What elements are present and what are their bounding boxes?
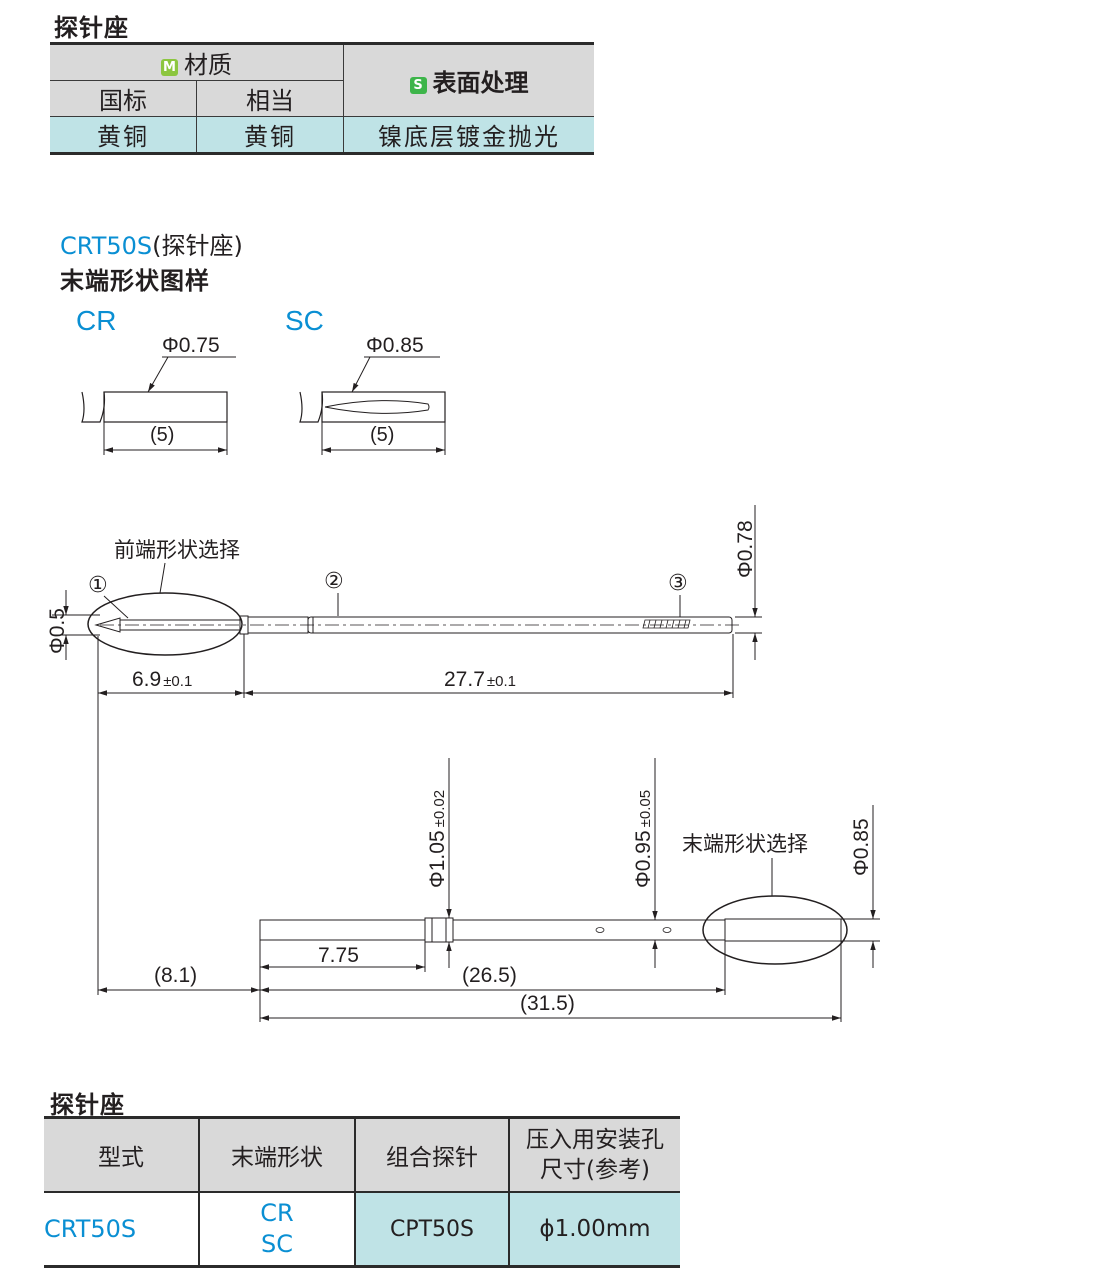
surface-value: 镍底层镀金抛光	[343, 116, 594, 154]
sc-len-label: (5)	[370, 424, 394, 446]
dia-085-dim	[841, 805, 880, 968]
dim-69-label: 6.9±0.1	[132, 668, 192, 691]
cr-tip-shape	[81, 391, 228, 455]
section-title-top: 探针座	[54, 14, 129, 42]
dim-265-label: (26.5)	[462, 964, 517, 987]
dia-05-label: Φ0.5	[46, 608, 69, 654]
end-shape-sc: SC	[261, 1230, 293, 1258]
cr-label: CR	[76, 305, 116, 336]
header-hole-size-line1: 压入用安装孔	[526, 1127, 664, 1153]
header-combo-probe: 组合探针	[354, 1117, 509, 1192]
cr-dia-label: Φ0.75	[162, 334, 220, 357]
tail-shape-note: 末端形状选择	[682, 833, 808, 856]
upper-length-dims	[97, 634, 734, 995]
sc-label: SC	[285, 305, 324, 336]
surface-tag-icon: S	[409, 77, 427, 94]
model-heading-code: CRT50S	[60, 232, 153, 260]
end-shape-values: CR SC	[198, 1192, 355, 1267]
dim-775-label: 7.75	[318, 944, 359, 967]
dim-315-label: (31.5)	[520, 992, 575, 1015]
material-label: 材质	[184, 51, 232, 79]
sc-leader	[351, 356, 371, 393]
front-note-leader	[159, 562, 166, 594]
col-gb: 国标	[50, 80, 197, 117]
dia-105-label: Φ1.05±0.02	[426, 790, 449, 888]
header-hole-size-line2: 尺寸(参考)	[540, 1157, 650, 1183]
type-value: CRT50S	[44, 1215, 137, 1243]
material-header: M 材质	[50, 43, 344, 81]
cr-len-label: (5)	[150, 424, 174, 446]
surface-header: S 表面处理	[343, 43, 594, 117]
dim-277-label: 27.7±0.1	[444, 668, 516, 691]
lower-length-dims	[98, 940, 842, 1022]
dia-085-label: Φ0.85	[850, 818, 873, 876]
socket-body	[259, 917, 842, 943]
dia-095-label: Φ0.95±0.05	[632, 790, 655, 888]
end-shape-cr: CR	[260, 1199, 294, 1227]
model-heading-suffix: (探针座)	[152, 232, 243, 260]
header-end-shape: 末端形状	[198, 1117, 355, 1192]
material-equiv-value: 黄铜	[196, 116, 344, 154]
marker-1-leader	[103, 595, 129, 619]
cr-leader	[147, 356, 169, 393]
end-shape-heading: 末端形状图样	[60, 267, 210, 295]
front-shape-note: 前端形状选择	[114, 539, 240, 562]
tail-shape-ellipse	[702, 895, 848, 965]
marker-3: ③	[668, 570, 688, 595]
sc-tip-shape	[299, 391, 446, 455]
header-hole-size: 压入用安装孔 尺寸(参考)	[508, 1117, 680, 1192]
combo-probe-value: CPT50S	[354, 1192, 509, 1267]
model-heading: CRT50S(探针座)	[60, 226, 243, 261]
hole-size-value: ϕ1.00mm	[508, 1192, 680, 1267]
marker-1: ①	[88, 572, 108, 597]
dia-078-dim	[735, 505, 762, 660]
probe-body	[94, 615, 740, 635]
dia-078-label: Φ0.78	[734, 520, 757, 578]
col-equiv: 相当	[196, 80, 344, 117]
material-tag-icon: M	[161, 59, 178, 76]
technical-drawing: CR Φ0.75 (5) SC Φ0.85 (5) 前端形状选择 ①	[46, 305, 880, 1022]
front-shape-ellipse	[87, 592, 243, 656]
dim-81-label: (8.1)	[154, 964, 197, 987]
spec-table: 型式 末端形状 组合探针 压入用安装孔 尺寸(参考) CRT50S CR SC …	[44, 1116, 680, 1268]
section-title-bottom: 探针座	[50, 1091, 125, 1119]
sc-dia-label: Φ0.85	[366, 334, 424, 357]
dia-05-dim	[52, 590, 100, 660]
marker-2: ②	[324, 568, 344, 593]
header-type: 型式	[44, 1117, 199, 1192]
surface-label: 表面处理	[432, 69, 529, 97]
